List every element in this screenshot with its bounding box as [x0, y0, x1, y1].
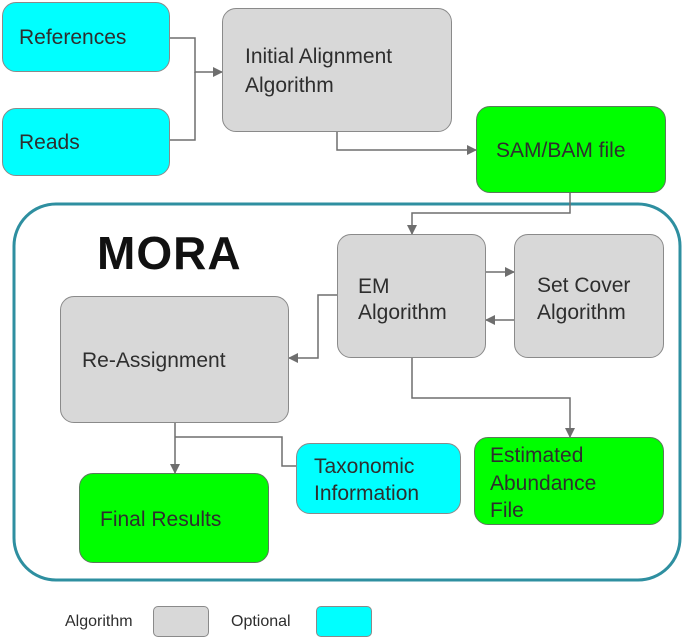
em-label-line2: Algorithm	[358, 301, 447, 324]
mora-title: MORA	[97, 227, 242, 279]
sam-bam-label: SAM/BAM file	[496, 139, 626, 162]
estimated-label-line3: File	[490, 499, 524, 522]
taxonomic-label-line2: Information	[314, 482, 420, 505]
set-cover-label-line2: Algorithm	[537, 301, 626, 324]
reads-label: Reads	[19, 131, 80, 154]
legend-algorithm-label: Algorithm	[65, 613, 133, 630]
arrow-sambam-to-em	[407, 193, 571, 235]
legend-optional-swatch	[316, 606, 372, 637]
estimated-abundance-node: Estimated Abundance File	[474, 437, 664, 525]
set-cover-label-line1: Set Cover	[537, 274, 631, 297]
arrow-reads-to-alignment	[170, 72, 196, 141]
initial-alignment-label-line2: Algorithm	[245, 74, 334, 97]
arrow-references-to-alignment	[170, 37, 223, 77]
estimated-label-line2: Abundance	[490, 472, 597, 495]
reads-node: Reads	[2, 108, 170, 176]
taxonomic-label-line1: Taxonomic	[314, 455, 415, 478]
reassignment-label: Re-Assignment	[82, 349, 226, 372]
legend-algorithm-swatch	[153, 606, 209, 637]
final-results-label: Final Results	[100, 508, 222, 531]
em-algorithm-node: EM Algorithm	[337, 234, 486, 358]
arrow-alignment-to-sambam	[336, 132, 477, 155]
references-node: References	[2, 2, 170, 72]
sam-bam-node: SAM/BAM file	[476, 106, 666, 193]
arrow-em-to-estimated	[411, 358, 575, 438]
taxonomic-info-node: Taxonomic Information	[296, 443, 461, 514]
em-label-line1: EM	[358, 275, 390, 298]
initial-alignment-label-line1: Initial Alignment	[245, 45, 393, 68]
references-label: References	[19, 26, 127, 49]
line-taxonomic-to-reassignment	[175, 436, 296, 467]
arrow-em-to-reassignment	[288, 294, 337, 363]
final-results-node: Final Results	[79, 473, 269, 563]
reassignment-node: Re-Assignment	[60, 296, 289, 423]
set-cover-node: Set Cover Algorithm	[514, 234, 664, 358]
estimated-label-line1: Estimated	[490, 444, 584, 467]
legend-optional-label: Optional	[231, 613, 291, 630]
initial-alignment-node: Initial Alignment Algorithm	[222, 8, 452, 132]
mora-container	[12, 202, 682, 582]
